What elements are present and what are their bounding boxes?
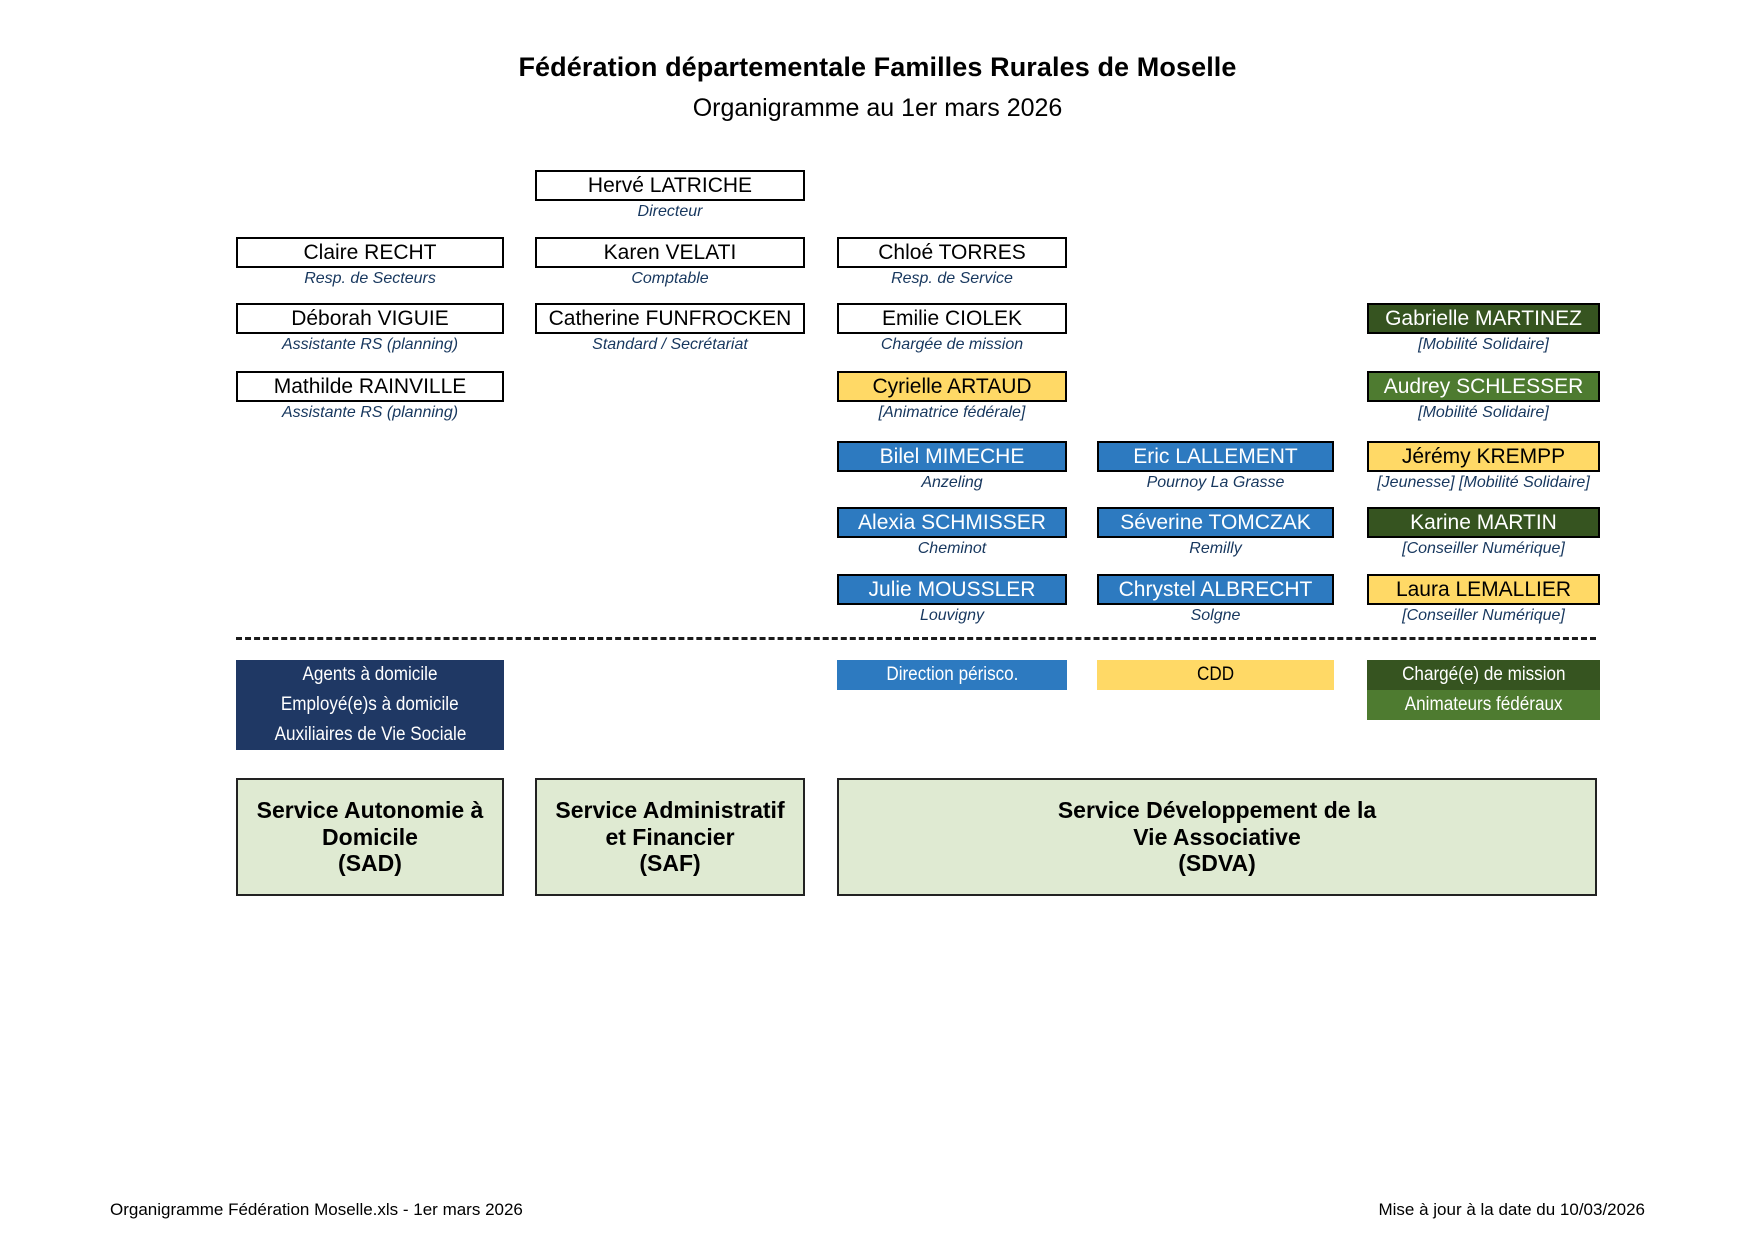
org-node: Claire RECHT Resp. de Secteurs bbox=[236, 237, 504, 288]
person-role-caption: Standard / Secrétariat bbox=[592, 336, 748, 353]
person-name-box[interactable]: Audrey SCHLESSER bbox=[1367, 371, 1600, 402]
person-name-box[interactable]: Catherine FUNFROCKEN bbox=[535, 303, 805, 334]
person-role-caption: Resp. de Secteurs bbox=[304, 270, 436, 287]
person-name-box[interactable]: Gabrielle MARTINEZ bbox=[1367, 303, 1600, 334]
service-box-label: Service Développement de la Vie Associat… bbox=[1057, 796, 1377, 877]
person-role-caption: Pournoy La Grasse bbox=[1146, 474, 1285, 491]
legend-row: Animateurs fédéraux bbox=[1367, 690, 1600, 720]
person-role-caption: Chargée de mission bbox=[880, 336, 1024, 353]
org-node: Chrystel ALBRECHT Solgne bbox=[1097, 574, 1334, 625]
org-node: Karen VELATI Comptable bbox=[535, 237, 805, 288]
person-name-box[interactable]: Bilel MIMECHE bbox=[837, 441, 1067, 472]
legend-perisco: Direction périsco. bbox=[837, 660, 1067, 690]
person-name-box[interactable]: Alexia SCHMISSER bbox=[837, 507, 1067, 538]
person-name-box[interactable]: Eric LALLEMENT bbox=[1097, 441, 1334, 472]
person-name-box[interactable]: Chloé TORRES bbox=[837, 237, 1067, 268]
legend-row-label: Employé(e)s à domicile bbox=[281, 694, 459, 715]
section-divider bbox=[236, 637, 1596, 640]
person-name-box[interactable]: Claire RECHT bbox=[236, 237, 504, 268]
legend-row-label: CDD bbox=[1196, 664, 1235, 685]
page-title: Fédération départementale Familles Rural… bbox=[518, 52, 1237, 82]
org-node: Catherine FUNFROCKEN Standard / Secrétari… bbox=[535, 303, 805, 354]
org-node: Cyrielle ARTAUD [Animatrice fédérale] bbox=[837, 371, 1067, 422]
legend-row: CDD bbox=[1097, 660, 1334, 690]
org-node: Eric LALLEMENT Pournoy La Grasse bbox=[1097, 441, 1334, 492]
person-role-caption: Solgne bbox=[1190, 607, 1241, 624]
service-box-saf[interactable]: Service Administratif et Financier (SAF) bbox=[535, 778, 805, 896]
legend-row: Chargé(e) de mission bbox=[1367, 660, 1600, 690]
page-subtitle: Organigramme au 1er mars 2026 bbox=[692, 94, 1063, 122]
person-name-box[interactable]: Séverine TOMCZAK bbox=[1097, 507, 1334, 538]
person-role-caption: Anzeling bbox=[921, 474, 983, 491]
person-role-caption: [Conseiller Numérique] bbox=[1402, 607, 1565, 624]
legend-row-label: Chargé(e) de mission bbox=[1401, 664, 1566, 685]
org-node: Laura LEMALLIER [Conseiller Numérique] bbox=[1367, 574, 1600, 625]
legend-row: Direction périsco. bbox=[837, 660, 1067, 690]
org-node: Audrey SCHLESSER [Mobilité Solidaire] bbox=[1367, 371, 1600, 422]
legend-row: Agents à domicile bbox=[236, 660, 504, 690]
org-node: Julie MOUSSLER Louvigny bbox=[837, 574, 1067, 625]
footer-left: Organigramme Fédération Moselle.xls - 1e… bbox=[110, 1200, 523, 1219]
org-node: Déborah VIGUIE Assistante RS (planning) bbox=[236, 303, 504, 354]
org-node: Mathilde RAINVILLE Assistante RS (plannin… bbox=[236, 371, 504, 422]
org-node: Séverine TOMCZAK Remilly bbox=[1097, 507, 1334, 558]
person-name-box[interactable]: Julie MOUSSLER bbox=[837, 574, 1067, 605]
footer-right: Mise à jour à la date du 10/03/2026 bbox=[1378, 1200, 1645, 1219]
legend-row-label: Direction périsco. bbox=[885, 664, 1019, 685]
org-node: Emilie CIOLEK Chargée de mission bbox=[837, 303, 1067, 354]
org-node: Hervé LATRICHE Directeur bbox=[535, 170, 805, 221]
person-name-box[interactable]: Mathilde RAINVILLE bbox=[236, 371, 504, 402]
org-node: Alexia SCHMISSER Cheminot bbox=[837, 507, 1067, 558]
person-name-box[interactable]: Karine MARTIN bbox=[1367, 507, 1600, 538]
person-name-box[interactable]: Hervé LATRICHE bbox=[535, 170, 805, 201]
org-node: Chloé TORRES Resp. de Service bbox=[837, 237, 1067, 288]
service-box-label: Service Administratif et Financier (SAF) bbox=[555, 796, 785, 877]
person-role-caption: Assistante RS (planning) bbox=[281, 336, 459, 353]
person-name-box[interactable]: Laura LEMALLIER bbox=[1367, 574, 1600, 605]
person-name-box[interactable]: Déborah VIGUIE bbox=[236, 303, 504, 334]
person-role-caption: Louvigny bbox=[919, 607, 985, 624]
org-node: Gabrielle MARTINEZ [Mobilité Solidaire] bbox=[1367, 303, 1600, 354]
service-box-sad[interactable]: Service Autonomie à Domicile (SAD) bbox=[236, 778, 504, 896]
person-role-caption: Remilly bbox=[1189, 540, 1242, 557]
org-node: Bilel MIMECHE Anzeling bbox=[837, 441, 1067, 492]
person-name-box[interactable]: Emilie CIOLEK bbox=[837, 303, 1067, 334]
service-box-label: Service Autonomie à Domicile (SAD) bbox=[256, 796, 484, 877]
person-role-caption: [Mobilité Solidaire] bbox=[1418, 404, 1549, 421]
person-role-caption: Resp. de Service bbox=[891, 270, 1013, 287]
legend-row: Auxiliaires de Vie Sociale bbox=[236, 720, 504, 750]
legend-row-label: Agents à domicile bbox=[302, 664, 438, 685]
person-role-caption: Assistante RS (planning) bbox=[281, 404, 459, 421]
person-role-caption: Directeur bbox=[637, 203, 703, 220]
person-role-caption: Cheminot bbox=[917, 540, 987, 557]
legend-row-label: Animateurs fédéraux bbox=[1404, 694, 1563, 715]
person-name-box[interactable]: Chrystel ALBRECHT bbox=[1097, 574, 1334, 605]
legend-row-label: Auxiliaires de Vie Sociale bbox=[274, 724, 466, 745]
person-role-caption: [Mobilité Solidaire] bbox=[1418, 336, 1549, 353]
legend-cdd: CDD bbox=[1097, 660, 1334, 690]
person-role-caption: [Conseiller Numérique] bbox=[1402, 540, 1565, 557]
person-role-caption: [Animatrice fédérale] bbox=[878, 404, 1026, 421]
person-name-box[interactable]: Jérémy KREMPP bbox=[1367, 441, 1600, 472]
person-name-box[interactable]: Cyrielle ARTAUD bbox=[837, 371, 1067, 402]
person-name-box[interactable]: Karen VELATI bbox=[535, 237, 805, 268]
person-role-caption: Comptable bbox=[631, 270, 709, 287]
org-node: Karine MARTIN [Conseiller Numérique] bbox=[1367, 507, 1600, 558]
org-node: Jérémy KREMPP [Jeunesse] [Mobilité Solida… bbox=[1367, 441, 1600, 492]
service-box-sdva[interactable]: Service Développement de la Vie Associat… bbox=[837, 778, 1597, 896]
person-role-caption: [Jeunesse] [Mobilité Solidaire] bbox=[1377, 474, 1590, 491]
legend-row: Employé(e)s à domicile bbox=[236, 690, 504, 720]
